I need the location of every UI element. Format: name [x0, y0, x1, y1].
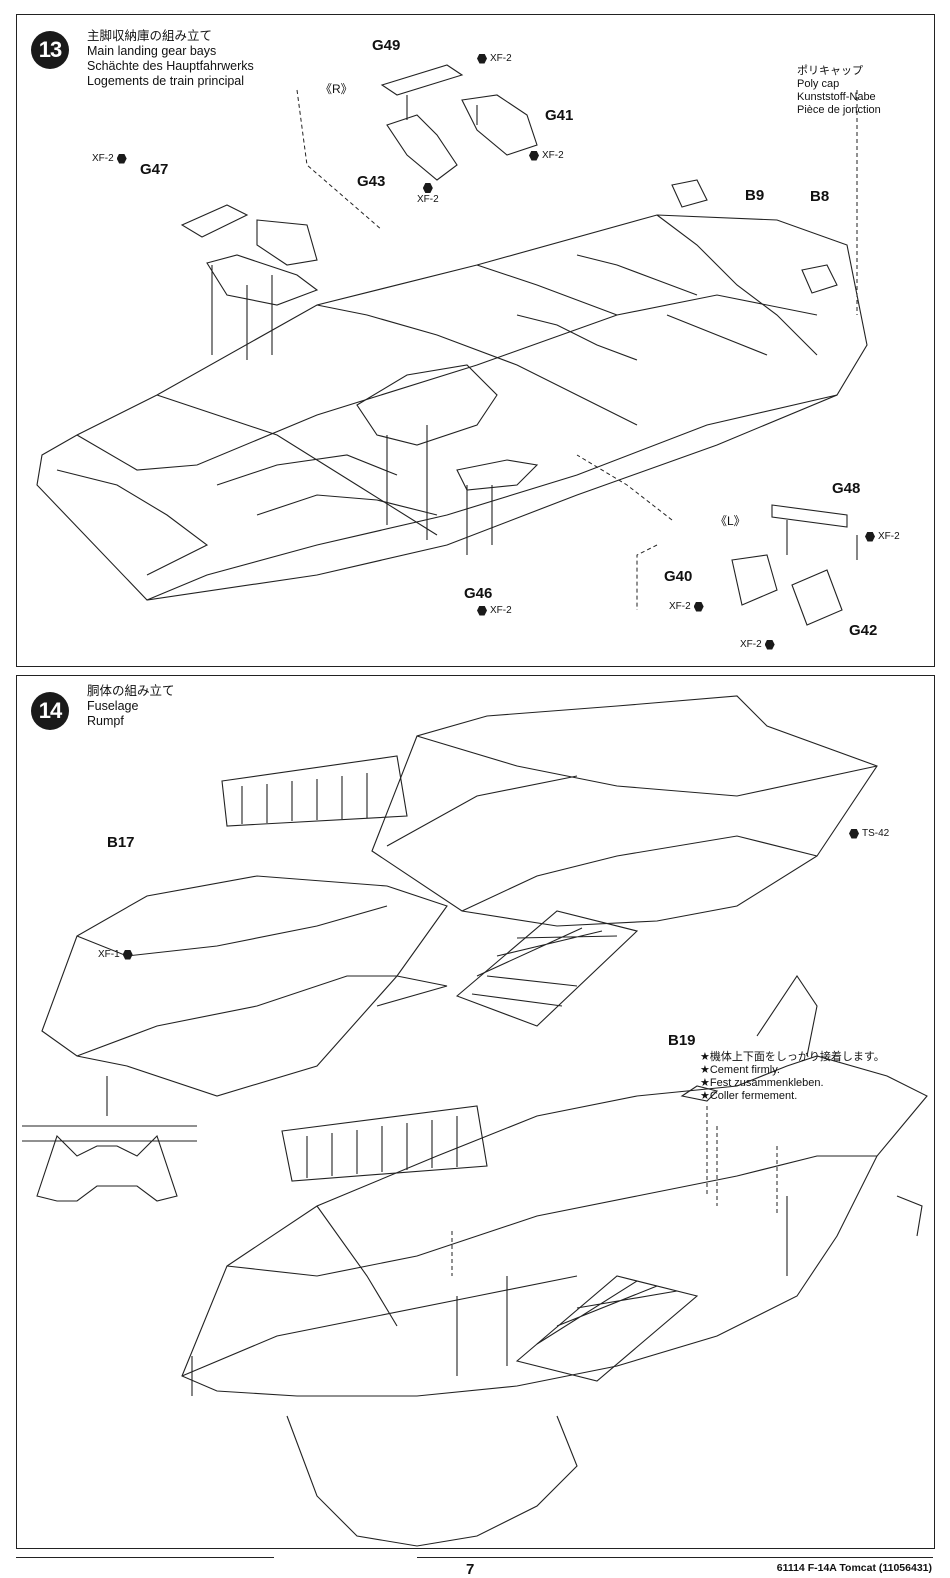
- page-number: 7: [466, 1561, 475, 1578]
- step-number-14: 14: [31, 692, 69, 730]
- cement-ja: ★機体上下面をしっかり接着します。: [700, 1051, 885, 1063]
- part-g41: G41: [545, 107, 574, 124]
- polycap-fr: Pièce de jonction: [797, 104, 881, 116]
- title-de: Schächte des Hauptfahrwerks: [87, 59, 254, 73]
- title-ja: 胴体の組み立て: [87, 684, 175, 698]
- paint-hex-icon: [477, 53, 487, 64]
- step-14-panel: 14 胴体の組み立て Fuselage Rumpf B17 TS-42 B19 …: [16, 675, 935, 1549]
- paint-hex-icon: [477, 605, 487, 616]
- title-ja: 主脚収納庫の組み立て: [87, 29, 213, 43]
- paint-g41: XF-2: [529, 150, 564, 161]
- footer-rule-left: [16, 1557, 274, 1558]
- part-g48: G48: [832, 480, 861, 497]
- cement-en: ★Cement firmly.: [700, 1064, 780, 1076]
- title-en: Fuselage: [87, 699, 139, 713]
- paint-hex-icon: [422, 183, 433, 193]
- paint-hex-icon: [849, 828, 859, 839]
- paint-g43: XF-2: [417, 183, 439, 205]
- polycap-de: Kunststoff-Nabe: [797, 91, 876, 103]
- main-landing-gear-bays-drawing: [36, 64, 868, 626]
- footer-rule-right: [417, 1557, 933, 1558]
- paint-hex-icon: [693, 601, 704, 612]
- step-number-13: 13: [31, 31, 69, 69]
- paint-ts42: TS-42: [849, 828, 889, 839]
- polycap-en: Poly cap: [797, 78, 840, 90]
- paint-g40: XF-2: [669, 601, 704, 612]
- part-g40: G40: [664, 568, 693, 585]
- paint-xf1: XF-1: [98, 949, 133, 960]
- paint-hex-icon: [116, 153, 127, 164]
- cement-fr: ★Coller fermement.: [700, 1090, 798, 1102]
- paint-g48: XF-2: [865, 531, 900, 542]
- paint-hex-icon: [764, 639, 775, 650]
- paint-g46: XF-2: [477, 605, 512, 616]
- paint-g42: XF-2: [740, 639, 775, 650]
- part-g43: G43: [357, 173, 386, 190]
- part-g46: G46: [464, 585, 493, 602]
- step-14-title: 胴体の組み立て Fuselage Rumpf: [87, 684, 175, 729]
- part-b8: B8: [810, 188, 830, 205]
- polycap-ja: ポリキャップ: [797, 65, 863, 77]
- step-13-panel: 13 主脚収納庫の組み立て Main landing gear bays Sch…: [16, 14, 935, 667]
- side-right-label: 《R》: [320, 82, 353, 96]
- title-en: Main landing gear bays: [87, 44, 217, 58]
- part-b9: B9: [745, 187, 765, 204]
- title-fr: Logements de train principal: [87, 74, 245, 88]
- part-g42: G42: [849, 622, 878, 639]
- polycap-note: ポリキャップ Poly cap Kunststoff-Nabe Pièce de…: [797, 65, 881, 117]
- paint-g47: XF-2: [92, 153, 127, 164]
- paint-hex-icon: [529, 150, 539, 161]
- title-de: Rumpf: [87, 714, 124, 728]
- paint-g49: XF-2: [477, 53, 512, 64]
- cement-note: ★機体上下面をしっかり接着します。 ★Cement firmly. ★Fest …: [700, 1051, 885, 1103]
- part-g47: G47: [140, 161, 169, 178]
- kit-info: 61114 F-14A Tomcat (11056431): [776, 1562, 932, 1574]
- part-g49: G49: [372, 37, 401, 54]
- part-b19: B19: [668, 1032, 696, 1049]
- paint-hex-icon: [122, 949, 133, 960]
- part-b17: B17: [107, 834, 135, 851]
- paint-hex-icon: [865, 531, 875, 542]
- cement-de: ★Fest zusammenkleben.: [700, 1077, 824, 1089]
- step-13-title: 主脚収納庫の組み立て Main landing gear bays Schäch…: [87, 29, 254, 89]
- fuselage-assembly-drawing: [22, 695, 928, 1547]
- side-left-label: 《L》: [715, 514, 746, 528]
